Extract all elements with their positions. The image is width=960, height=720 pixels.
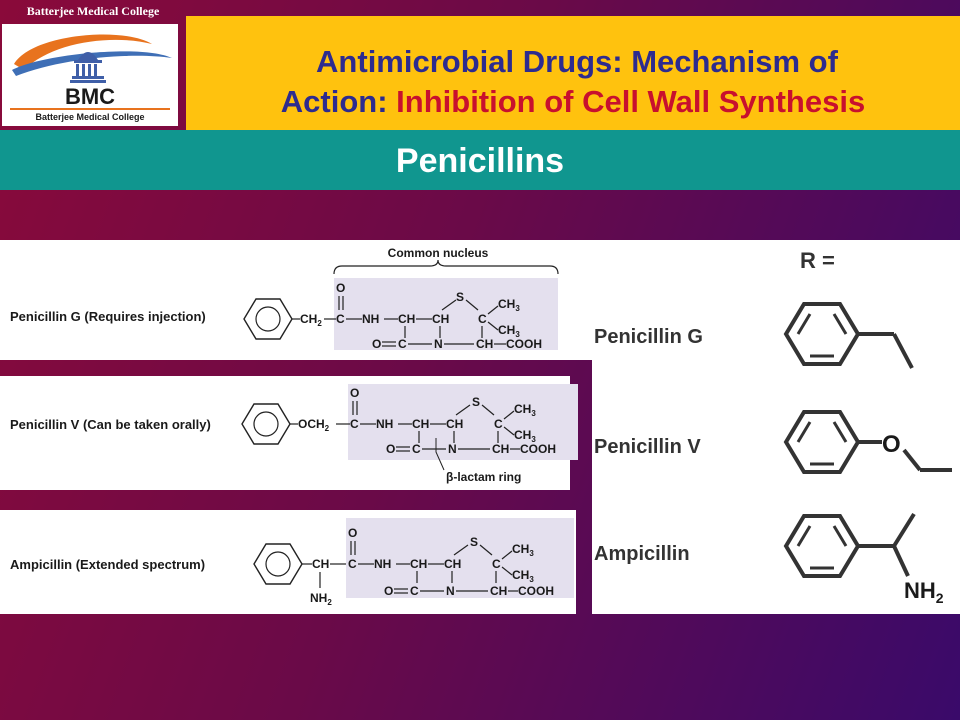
cooh: COOH bbox=[518, 584, 554, 598]
nh: NH bbox=[374, 557, 391, 571]
sulfur: S bbox=[456, 290, 464, 304]
carbonyl-c: C bbox=[350, 417, 359, 431]
lactam-c: C bbox=[398, 337, 407, 351]
structure-penicillin-g: CH2 C O NH CH CH S C CH3 CH3 O C N CH CO… bbox=[243, 281, 542, 351]
ring-n: N bbox=[448, 442, 457, 456]
row-label-penicillin-v: Penicillin V (Can be taken orally) bbox=[10, 417, 211, 432]
structure-penicillin-v: OCH2 C O NH CH CH S C CH3 CH3 O C N CH C… bbox=[241, 386, 556, 484]
ch-bottom: CH bbox=[492, 442, 509, 456]
lactam-c: C bbox=[412, 442, 421, 456]
side-chain-och2: OCH2 bbox=[298, 417, 330, 433]
common-nucleus-label: Common nucleus bbox=[388, 246, 489, 260]
r-group-structures: O NH2 bbox=[783, 302, 952, 606]
aromatic-circle-2 bbox=[253, 411, 279, 437]
nh: NH bbox=[376, 417, 393, 431]
ring-n: N bbox=[434, 337, 443, 351]
college-label: Batterjee Medical College bbox=[26, 4, 160, 18]
r-name-penicillin-g: Penicillin G bbox=[594, 326, 703, 348]
ch-bottom: CH bbox=[476, 337, 493, 351]
bmc-logo-graphic: BMC Batterjee Medical College bbox=[10, 34, 172, 122]
side-chain-nh2: NH2 bbox=[310, 591, 332, 607]
section-title: Penicillins bbox=[395, 142, 565, 180]
title-band: Antimicrobial Drugs: Mechanism of Action… bbox=[186, 16, 960, 130]
r-group-benzyl bbox=[783, 302, 914, 369]
lactam-c: C bbox=[410, 584, 419, 598]
ch-alpha: CH bbox=[412, 417, 429, 431]
swoosh-orange bbox=[14, 34, 152, 70]
nucleus-shade-1 bbox=[334, 278, 558, 350]
sulfur: S bbox=[472, 395, 480, 409]
ch-alpha: CH bbox=[410, 557, 427, 571]
row-label-penicillin-g: Penicillin G (Requires injection) bbox=[10, 309, 206, 324]
side-chain-ch2: CH2 bbox=[300, 312, 322, 328]
c-quaternary: C bbox=[494, 417, 503, 431]
title-highlight: Inhibition of Cell Wall Synthesis bbox=[396, 84, 866, 119]
logo-acronym: BMC bbox=[65, 84, 115, 109]
slide-title-line2: Action: Inhibition of Cell Wall Synthesi… bbox=[186, 84, 960, 120]
r-nh2: NH2 bbox=[904, 578, 944, 606]
nh: NH bbox=[362, 312, 379, 326]
beta-lactam-label: β-lactam ring bbox=[446, 470, 521, 484]
structure-ampicillin: CH NH2 C O NH CH CH S C CH3 CH3 O C N CH… bbox=[253, 526, 554, 607]
lactam-o: O bbox=[372, 337, 381, 351]
logo-subtitle: Batterjee Medical College bbox=[35, 112, 144, 122]
slide-title-line1: Antimicrobial Drugs: Mechanism of bbox=[316, 44, 838, 79]
ch3-lower: CH3 bbox=[512, 568, 534, 584]
ring-n: N bbox=[446, 584, 455, 598]
aromatic-circle-1 bbox=[255, 306, 281, 332]
beta-lactam-pointer bbox=[435, 438, 445, 471]
ch3-upper: CH3 bbox=[498, 297, 520, 313]
r-name-penicillin-v: Penicillin V bbox=[594, 436, 701, 458]
side-chain-ch: CH bbox=[312, 557, 329, 571]
carbonyl-o: O bbox=[336, 281, 345, 295]
building-icon bbox=[70, 52, 106, 83]
r-oxygen: O bbox=[882, 431, 901, 458]
r-group-phenoxymethyl: O bbox=[783, 410, 952, 474]
lactam-o: O bbox=[384, 584, 393, 598]
ch3-lower: CH3 bbox=[514, 428, 536, 444]
r-group-aminobenzyl: NH2 bbox=[783, 512, 944, 606]
ch3-lower: CH3 bbox=[498, 323, 520, 339]
ch-ring: CH bbox=[444, 557, 461, 571]
cooh: COOH bbox=[506, 337, 542, 351]
row-label-ampicillin: Ampicillin (Extended spectrum) bbox=[10, 557, 206, 572]
ch3-upper: CH3 bbox=[514, 402, 536, 418]
c-quaternary: C bbox=[492, 557, 501, 571]
aromatic-circle-3 bbox=[265, 551, 291, 577]
r-equals-label: R = bbox=[800, 248, 835, 273]
benzene-ring-1 bbox=[243, 298, 293, 340]
carbonyl-c: C bbox=[336, 312, 345, 326]
benzene-ring-2 bbox=[241, 403, 291, 445]
ch-bottom: CH bbox=[490, 584, 507, 598]
ch-ring: CH bbox=[446, 417, 463, 431]
c-quaternary: C bbox=[478, 312, 487, 326]
nucleus-shade-3 bbox=[346, 518, 574, 598]
lactam-o: O bbox=[386, 442, 395, 456]
ch3-upper: CH3 bbox=[512, 542, 534, 558]
ch-ring: CH bbox=[432, 312, 449, 326]
cooh: COOH bbox=[520, 442, 556, 456]
r-name-ampicillin: Ampicillin bbox=[594, 543, 690, 565]
structures-figure: Common nucleus CH2 C O NH CH CH S C CH3 … bbox=[241, 246, 578, 607]
nucleus-shade-2 bbox=[348, 384, 578, 460]
bmc-logo: BMC Batterjee Medical College bbox=[2, 24, 178, 126]
logo-rule bbox=[10, 108, 170, 110]
carbonyl-c: C bbox=[348, 557, 357, 571]
ch-alpha: CH bbox=[398, 312, 415, 326]
common-nucleus-bracket bbox=[333, 259, 559, 275]
title-prefix: Action: bbox=[280, 84, 397, 119]
carbonyl-o: O bbox=[348, 526, 357, 540]
carbonyl-o: O bbox=[350, 386, 359, 400]
sulfur: S bbox=[470, 535, 478, 549]
benzene-ring-3 bbox=[253, 543, 303, 585]
section-band: Penicillins bbox=[0, 130, 960, 190]
